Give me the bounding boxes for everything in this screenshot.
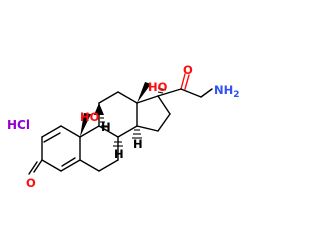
ring-b — [79, 125, 119, 172]
side-chain — [157, 73, 213, 98]
amine-subscript: 2 — [233, 90, 239, 100]
h-c14-label: H — [133, 137, 143, 151]
c9-h-hash — [100, 117, 107, 127]
c14-h-hash — [132, 129, 142, 139]
chemical-structure: O HO HO O NH2 H H H HCl — [7, 63, 240, 190]
hcl-salt-label: HCl — [7, 118, 30, 132]
hydroxyl-c17-label: HO — [148, 80, 168, 94]
ketone-c3-bond — [28, 159, 43, 175]
ring-d — [136, 95, 171, 132]
amine-nh-text: NH — [214, 83, 233, 97]
oxygen-c20-label: O — [183, 63, 193, 77]
c17-oh-hash — [157, 87, 167, 94]
h-c9-label: H — [101, 120, 111, 134]
c13-methyl-wedge — [137, 82, 151, 103]
oxygen-c3-label: O — [26, 176, 36, 190]
c11-oh-wedge — [94, 103, 104, 115]
c8-h-hash — [113, 141, 123, 147]
amine-label: NH2 — [214, 83, 240, 100]
c10-methyl-wedge — [80, 113, 91, 137]
hydroxyl-c11-label: HO — [80, 110, 100, 124]
h-c8-label: H — [114, 147, 124, 161]
ring-a — [41, 125, 81, 172]
